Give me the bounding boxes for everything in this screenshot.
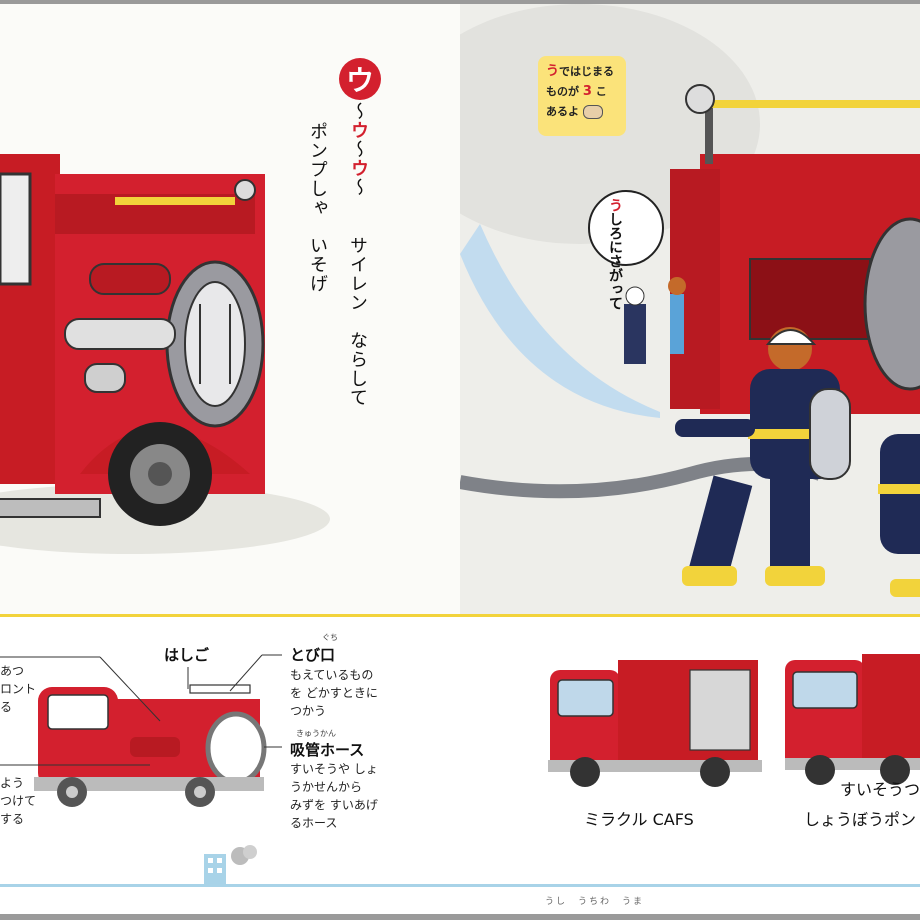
left-callout-partial-2: よう つけて する	[0, 776, 37, 826]
firefighters-illustration	[460, 4, 920, 614]
nozzle-description: もえているもの を どかすときに つかう	[290, 668, 378, 718]
hose-ruby: きゅうかん	[296, 729, 336, 738]
speech-bubble-text: うしろにさがって	[607, 198, 623, 310]
cow-face-icon	[582, 105, 603, 119]
hose-title: 吸管ホース	[290, 741, 365, 759]
nozzle-ruby: ぐち	[322, 633, 338, 642]
hose-description: すいそうや しょ うかせんから みずを すいあげ るホース	[290, 762, 378, 830]
fire-engine-illustration	[0, 154, 330, 554]
nozzle-title: とび口	[290, 646, 336, 664]
headline-line-1: サイレン ならして	[347, 236, 368, 407]
letter-u-badge: ウ	[339, 58, 381, 100]
truck-2-caption-line-1: すいそうつ	[840, 780, 920, 799]
footer-words: うし うちわ うま	[545, 897, 645, 907]
fire-engine-diagram	[0, 654, 282, 807]
left-page-illustration	[0, 4, 460, 614]
left-callout-partial-1: あつ ロント る	[0, 664, 37, 714]
siren-sound-text: 〜ウ〜ウ〜	[348, 102, 369, 197]
ladder-label: はしご	[164, 646, 210, 664]
speech-bubble	[588, 190, 664, 266]
miracle-cafs-truck	[548, 660, 762, 787]
water-tank-pump-truck	[785, 654, 920, 785]
truck-1-caption: ミラクル CAFS	[584, 810, 694, 829]
hint-box: うではじまる ものが 3 こ あるよ	[538, 56, 626, 136]
page-top-border	[0, 0, 920, 4]
page-bottom-border	[0, 914, 920, 920]
building-smoke-icon	[204, 845, 257, 886]
headline-line-2: ポンプしゃ いそげ	[307, 122, 328, 293]
section-divider	[0, 614, 920, 617]
right-page-illustration	[460, 4, 920, 614]
truck-illustrations	[548, 654, 920, 787]
truck-2-caption-line-2: しょうぼうポン	[804, 810, 917, 829]
bottom-divider	[0, 884, 920, 887]
